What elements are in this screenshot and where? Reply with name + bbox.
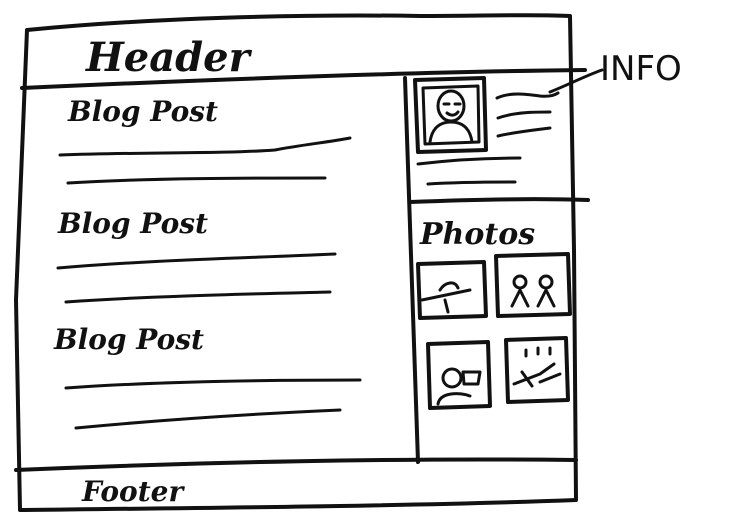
post-3-lines <box>66 380 360 428</box>
photos-label: Photos <box>420 220 535 250</box>
info-annotation: INFO <box>600 52 682 86</box>
blog-post-title-2: Blog Post <box>58 210 208 238</box>
info-photos-divider <box>410 199 588 202</box>
post-2-lines <box>58 254 335 302</box>
page-frame <box>16 15 576 510</box>
profile-photo <box>415 78 486 152</box>
blog-post-title-3: Blog Post <box>54 326 204 354</box>
photo-thumbnail-3 <box>428 342 490 408</box>
footer-divider <box>16 459 576 470</box>
photo-thumbnail-1 <box>418 262 486 318</box>
footer-label: Footer <box>82 478 183 506</box>
info-pointer <box>550 70 602 92</box>
blog-post-title-1: Blog Post <box>68 98 218 126</box>
header-label: Header <box>86 38 250 78</box>
photo-thumbnail-2 <box>496 254 570 316</box>
photo-thumbnail-4 <box>506 338 568 402</box>
post-1-lines <box>60 138 350 183</box>
